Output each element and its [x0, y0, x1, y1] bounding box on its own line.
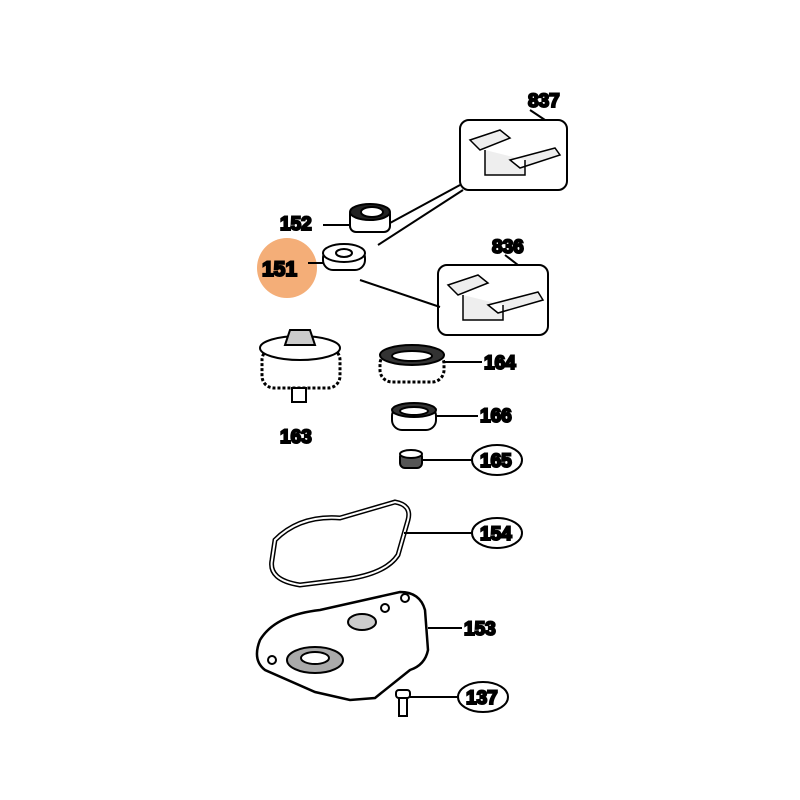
label-154[interactable]: 154 [479, 523, 513, 546]
part-151-ball-bearing[interactable] [322, 243, 366, 271]
label-153: 153 [464, 619, 496, 640]
part-166-seal[interactable] [391, 402, 437, 431]
part-137-screw[interactable] [395, 689, 411, 717]
part-154-gasket[interactable] [269, 499, 412, 588]
label-oval-165 [471, 444, 523, 476]
part-164-gear-ring[interactable] [378, 344, 446, 384]
label-165[interactable]: 165 [479, 450, 513, 473]
part-153-gear-housing[interactable] [255, 590, 430, 702]
label-151[interactable]: 151 [261, 257, 298, 282]
label-oval-154 [471, 517, 523, 549]
part-163-gear-shaft[interactable] [259, 329, 342, 403]
label-164: 164 [484, 353, 516, 374]
part-152-needle-bearing[interactable] [349, 203, 391, 233]
part-165-bushing[interactable] [399, 449, 423, 469]
label-137[interactable]: 137 [465, 687, 499, 710]
label-oval-137 [457, 681, 509, 713]
leader-837-b [377, 189, 464, 246]
label-837: 837 [528, 91, 560, 112]
part-836-kit-box[interactable] [437, 254, 549, 336]
label-163: 163 [280, 427, 312, 448]
part-837-kit-box[interactable] [459, 109, 568, 191]
label-836: 836 [492, 237, 524, 258]
label-166: 166 [480, 406, 512, 427]
label-152: 152 [280, 214, 312, 235]
highlight-marker-151 [257, 238, 317, 298]
leader-837-a [389, 184, 461, 224]
leader-836 [359, 279, 441, 308]
